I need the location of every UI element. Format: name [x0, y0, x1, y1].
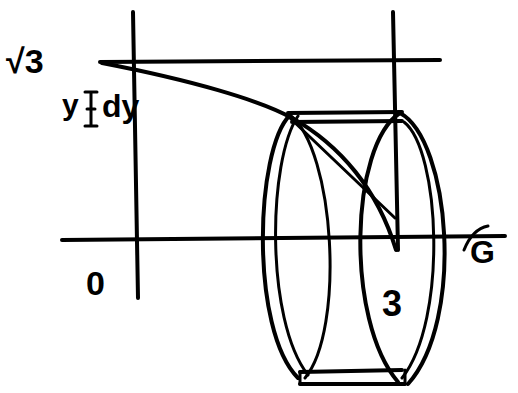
- origin-label: 0: [86, 266, 105, 300]
- sqrt3-label: √3: [6, 44, 44, 78]
- vertical-line: [393, 12, 398, 250]
- strip-top: [288, 112, 402, 113]
- bottom-strip-ends: [300, 370, 405, 384]
- x3-label: 3: [382, 286, 402, 322]
- y-axis: [133, 12, 138, 298]
- curve: [102, 63, 396, 250]
- top-line: [100, 60, 440, 62]
- dy-label: dy: [102, 90, 139, 122]
- ring-right-outer: [400, 113, 445, 384]
- g-label: G: [470, 236, 495, 268]
- x-axis: [62, 236, 505, 240]
- bottom-strip-top: [300, 370, 402, 372]
- strip-bottom: [292, 121, 402, 122]
- ring-left-inner: [276, 116, 308, 375]
- ring-right-front: [360, 113, 400, 382]
- ring-left-outer: [263, 115, 298, 378]
- y-label: y: [62, 90, 79, 120]
- ring-left-back: [290, 115, 330, 378]
- bottom-strip-bottom: [300, 382, 405, 386]
- dy-bracket: [85, 92, 97, 126]
- ring-right-inner: [402, 122, 434, 378]
